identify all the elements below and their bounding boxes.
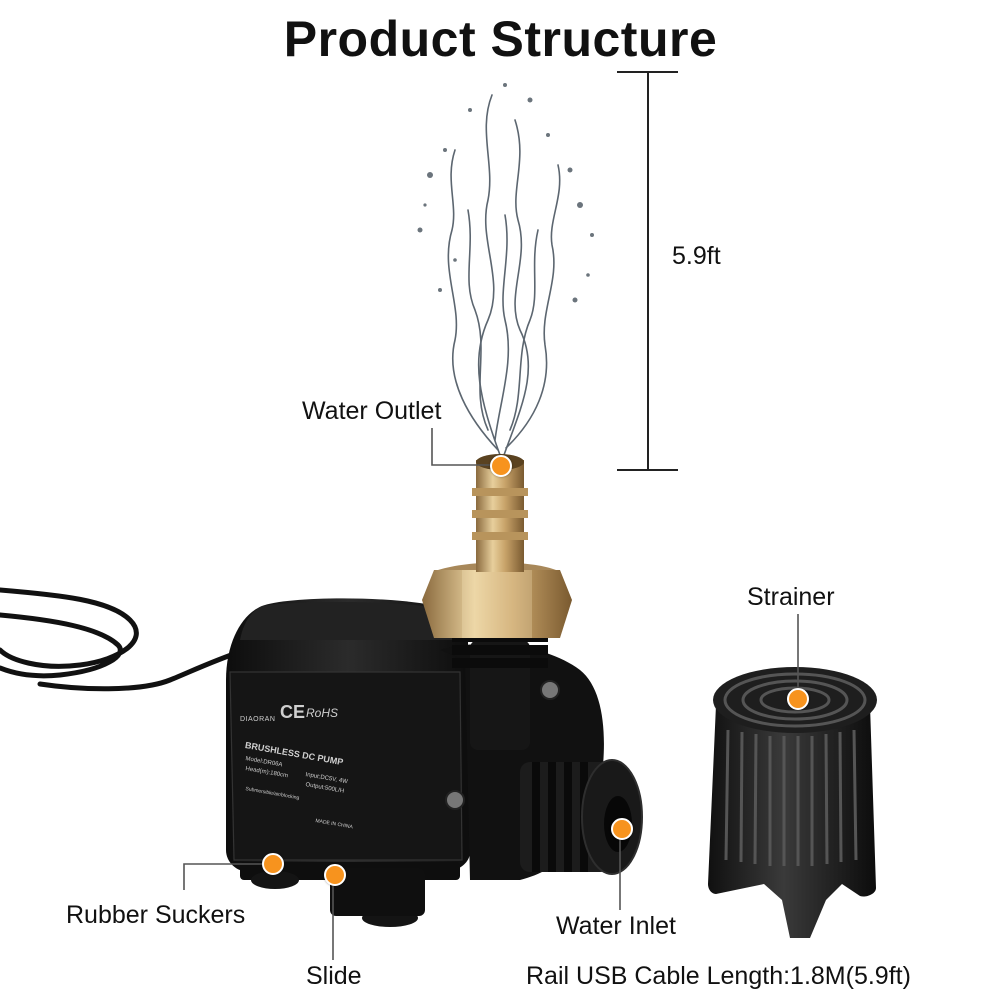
pump-head: Head(m):180cm <box>244 766 289 780</box>
height-dimension-line <box>617 71 678 471</box>
label-slide: Slide <box>306 962 362 990</box>
water-splash <box>447 94 561 456</box>
marker-water-inlet <box>611 818 633 840</box>
ce-mark: CE <box>280 702 306 722</box>
pump-base <box>240 862 460 927</box>
pump-made-in: MADE IN CHINA <box>314 818 354 831</box>
label-cable-length: Rail USB Cable Length:1.8M(5.9ft) <box>526 962 911 990</box>
height-label: 5.9ft <box>672 242 721 270</box>
callout-leader-lines <box>183 428 799 960</box>
pump-body <box>226 598 470 872</box>
brass-barb-nozzle <box>472 454 528 572</box>
marker-slide <box>324 864 346 886</box>
label-water-outlet: Water Outlet <box>302 397 442 425</box>
marker-water-outlet <box>490 455 512 477</box>
water-droplets <box>417 83 594 303</box>
page-title: Product Structure <box>283 11 718 67</box>
inlet-threaded-tube <box>520 759 643 875</box>
label-strainer: Strainer <box>747 583 835 611</box>
pump-label-panel: DIAORAN CE RoHS BRUSHLESS DC PUMP Model:… <box>236 690 386 850</box>
usb-cable <box>0 587 248 692</box>
label-water-inlet: Water Inlet <box>556 912 676 940</box>
label-rubber-suckers: Rubber Suckers <box>66 901 246 929</box>
pump-note: Submersible/air/blocking <box>244 786 300 802</box>
marker-strainer <box>787 688 809 710</box>
marker-rubber-suckers <box>262 853 284 875</box>
brass-hex-nut <box>422 562 572 638</box>
brand-logo-text: DIAORAN <box>240 716 276 723</box>
rohs-mark: RoHS <box>306 706 339 720</box>
